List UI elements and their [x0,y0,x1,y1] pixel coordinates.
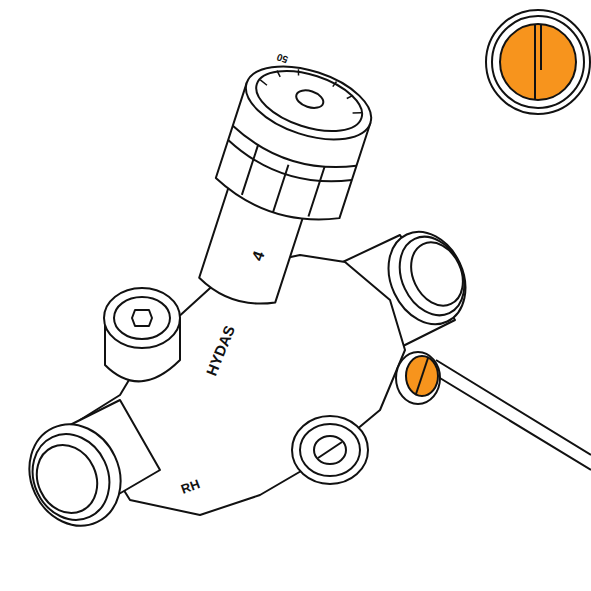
test-port [104,288,180,381]
orange-plug [396,352,440,404]
left-thread-end [13,400,160,541]
bonnet [182,52,380,322]
drain-knob [292,416,368,484]
inset-plug-detail [486,10,590,114]
body-marking: 50 [276,51,290,64]
screwdriver-shaft [430,360,591,470]
